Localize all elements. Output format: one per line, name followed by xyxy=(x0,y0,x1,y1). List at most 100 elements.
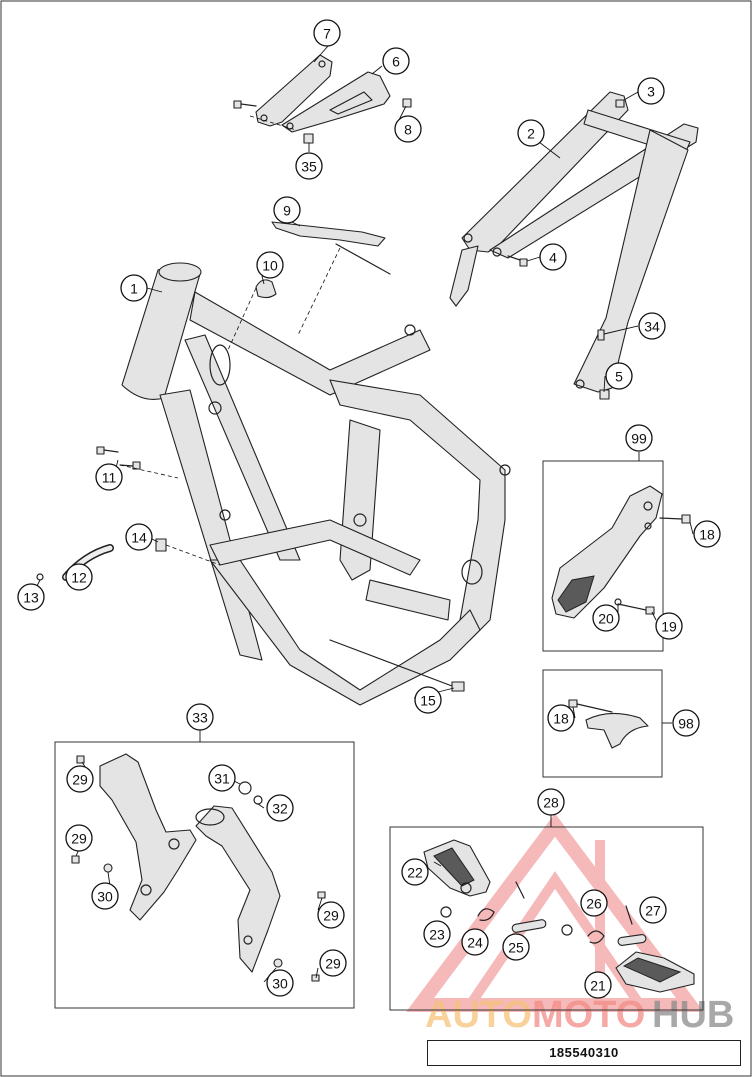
subframe-2 xyxy=(449,91,699,393)
callout-30a: 30 xyxy=(91,882,119,910)
watermark-word-hub: HUB xyxy=(652,994,734,1036)
callout-19: 19 xyxy=(655,612,683,640)
callout-label: 7 xyxy=(323,26,331,42)
callout-18b: 18 xyxy=(547,704,575,732)
callout-13: 13 xyxy=(17,583,45,611)
callout-label: 2 xyxy=(527,126,535,142)
callout-circle xyxy=(625,424,653,452)
bolt-4 xyxy=(507,255,528,267)
callout-circle xyxy=(208,764,236,792)
footrest-21 xyxy=(615,951,695,993)
cable-guide-9 xyxy=(271,221,391,275)
main-frame-1 xyxy=(121,262,511,706)
callout-circle xyxy=(120,274,148,302)
box-chain-slider-98 xyxy=(542,669,663,778)
callout-circle xyxy=(394,115,422,143)
callout-2: 2 xyxy=(517,119,545,147)
engine-bracket-7 xyxy=(255,54,333,127)
callout-circle xyxy=(382,47,410,75)
callout-98: 98 xyxy=(672,709,700,737)
callout-circle xyxy=(655,612,683,640)
callout-label: 29 xyxy=(71,831,87,847)
callout-31: 31 xyxy=(208,764,236,792)
callout-label: 3 xyxy=(647,84,655,100)
callout-99: 99 xyxy=(625,424,653,452)
callout-label: 6 xyxy=(392,54,400,70)
callout-label: 99 xyxy=(631,431,647,447)
document-number: 185540310 xyxy=(427,1040,741,1066)
callout-29b: 29 xyxy=(65,824,93,852)
fasteners-33 xyxy=(71,755,326,982)
bolt-15 xyxy=(329,639,465,692)
callout-33: 33 xyxy=(186,703,214,731)
callout-circle xyxy=(584,971,612,999)
callout-7: 7 xyxy=(313,19,341,47)
callout-label: 13 xyxy=(23,590,39,606)
callout-circle xyxy=(580,889,608,917)
callout-32: 32 xyxy=(266,794,294,822)
callout-3: 3 xyxy=(637,77,665,105)
callout-label: 9 xyxy=(283,203,291,219)
callout-label: 24 xyxy=(467,935,483,951)
clip-13 xyxy=(36,573,44,581)
callout-label: 15 xyxy=(420,693,436,709)
bolt-3 xyxy=(615,99,625,108)
callout-26: 26 xyxy=(580,889,608,917)
callout-label: 11 xyxy=(102,470,117,486)
callout-circle xyxy=(547,704,575,732)
sleeve-34 xyxy=(597,329,605,341)
callout-label: 18 xyxy=(553,711,569,727)
callout-circle xyxy=(423,920,451,948)
callout-label: 14 xyxy=(131,530,147,546)
callout-circle xyxy=(266,969,294,997)
callout-29d: 29 xyxy=(319,949,347,977)
callout-14: 14 xyxy=(125,523,153,551)
callout-label: 4 xyxy=(549,250,557,266)
callout-8: 8 xyxy=(394,115,422,143)
callout-circle xyxy=(401,858,429,886)
watermark-word-auto: AUTO xyxy=(425,994,532,1036)
callout-27: 27 xyxy=(639,896,667,924)
callout-circle xyxy=(295,152,323,180)
callout-29a: 29 xyxy=(66,765,94,793)
callout-label: 30 xyxy=(272,976,288,992)
callout-23: 23 xyxy=(423,920,451,948)
callout-circle xyxy=(317,901,345,929)
callout-circle xyxy=(65,563,93,591)
callout-label: 26 xyxy=(586,896,602,912)
chain-guide-99 xyxy=(551,485,691,619)
callout-34: 34 xyxy=(638,312,666,340)
footrest-22 xyxy=(423,839,491,897)
callout-11: 11 xyxy=(95,463,123,491)
callout-label: 22 xyxy=(407,865,423,881)
callout-30b: 30 xyxy=(266,969,294,997)
engine-bracket-6 xyxy=(281,71,391,133)
callout-label: 29 xyxy=(323,908,339,924)
box-frame-protector-33 xyxy=(54,741,355,1009)
callout-28: 28 xyxy=(537,788,565,816)
callout-circle xyxy=(95,463,123,491)
callout-20: 20 xyxy=(592,604,620,632)
callout-label: 18 xyxy=(699,527,715,543)
callout-circle xyxy=(186,703,214,731)
callout-circle xyxy=(65,824,93,852)
callout-circle xyxy=(517,119,545,147)
callout-label: 33 xyxy=(192,710,208,726)
callout-circle xyxy=(414,686,442,714)
callout-label: 30 xyxy=(97,889,113,905)
callout-circle xyxy=(17,583,45,611)
callout-12: 12 xyxy=(65,563,93,591)
callout-label: 34 xyxy=(644,319,660,335)
callout-label: 35 xyxy=(301,159,317,175)
callout-label: 28 xyxy=(543,795,559,811)
callout-label: 98 xyxy=(678,716,694,732)
callout-label: 8 xyxy=(404,122,412,138)
callout-circle xyxy=(537,788,565,816)
callout-circle xyxy=(638,312,666,340)
watermark-word-moto: MOTO xyxy=(532,994,645,1036)
callout-circle xyxy=(672,709,700,737)
nut-8 xyxy=(402,98,412,108)
callout-4: 4 xyxy=(539,243,567,271)
